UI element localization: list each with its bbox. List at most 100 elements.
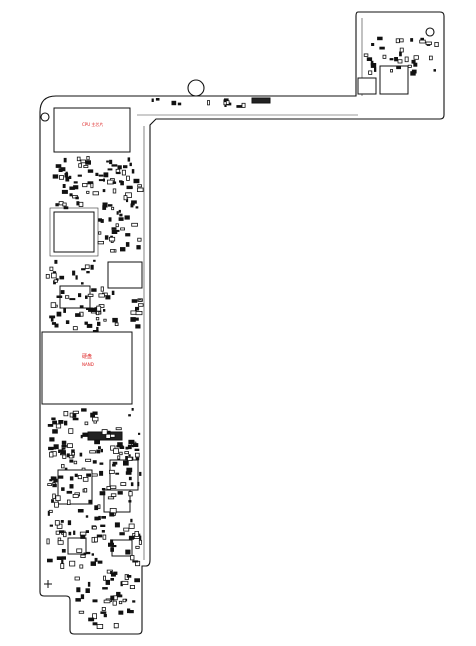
smd-component — [103, 309, 106, 312]
smd-component — [125, 192, 132, 199]
smd-component — [109, 236, 116, 242]
smd-component — [80, 159, 86, 164]
smd-component — [63, 157, 67, 163]
smd-component — [81, 268, 86, 271]
smd-component — [96, 624, 104, 630]
smd-component — [413, 55, 419, 60]
smd-component — [69, 193, 73, 197]
smd-component — [99, 491, 106, 496]
smd-component — [61, 549, 66, 553]
smd-component — [224, 98, 229, 103]
smd-component — [110, 547, 114, 552]
smd-component — [73, 185, 79, 190]
smd-component — [52, 429, 58, 434]
smd-component — [68, 454, 74, 459]
smd-component — [121, 445, 124, 449]
smd-component — [59, 275, 65, 280]
smd-component — [133, 178, 140, 184]
smd-component — [61, 463, 65, 469]
smd-component — [110, 539, 114, 544]
smd-component — [107, 179, 114, 185]
smd-component — [126, 575, 132, 578]
smd-component — [407, 64, 412, 68]
smd-component — [374, 67, 377, 72]
smd-component — [92, 191, 99, 196]
smd-component — [110, 445, 116, 451]
smd-component — [207, 100, 210, 106]
smd-component — [82, 432, 89, 437]
smd-component — [225, 100, 230, 105]
smd-component — [98, 515, 101, 521]
smd-component — [171, 100, 177, 106]
smd-component — [434, 42, 439, 48]
smd-component — [135, 457, 140, 461]
smd-component — [110, 571, 113, 575]
smd-component — [132, 560, 139, 563]
smd-component — [125, 446, 129, 450]
smd-component — [117, 442, 123, 446]
smd-component — [123, 195, 128, 201]
smd-component — [110, 248, 115, 253]
chip-nand — [41, 331, 133, 405]
smd-component — [85, 588, 90, 593]
smd-component — [106, 486, 111, 490]
board-inner-edge — [137, 18, 363, 560]
smd-component — [91, 307, 97, 312]
smd-component — [77, 475, 82, 480]
smd-component — [51, 272, 57, 279]
smd-component — [62, 454, 67, 459]
smd-component — [94, 516, 99, 521]
smd-component — [112, 600, 117, 606]
smd-component — [110, 578, 114, 581]
smd-component — [79, 531, 87, 536]
smd-component — [97, 560, 103, 564]
smd-component — [126, 175, 130, 181]
smd-component — [119, 180, 123, 183]
smd-component — [92, 613, 97, 620]
smd-component — [139, 471, 142, 476]
smd-component — [125, 233, 131, 237]
smd-component — [120, 482, 127, 487]
smd-component — [95, 172, 99, 176]
smd-component — [92, 416, 99, 422]
smd-component — [95, 317, 100, 321]
smd-component — [61, 440, 67, 445]
smd-component — [370, 60, 374, 66]
smd-component — [114, 522, 120, 528]
smd-component — [69, 459, 74, 463]
smd-component — [53, 279, 58, 283]
smd-component — [76, 548, 83, 553]
smd-component — [56, 556, 62, 560]
smd-component — [111, 545, 117, 548]
smd-component — [131, 222, 138, 227]
smd-component — [85, 458, 92, 462]
smd-component — [138, 539, 142, 545]
smd-component — [46, 538, 50, 545]
smd-component — [75, 196, 79, 200]
chip-nand-sub: NAND — [82, 362, 94, 367]
chip-nand-label: 硬盘 — [82, 353, 92, 360]
smd-component — [52, 493, 56, 499]
smd-component — [98, 293, 105, 298]
smd-component — [120, 247, 126, 252]
mounting-hole — [425, 27, 435, 37]
smd-component — [127, 157, 131, 162]
smd-component — [130, 518, 133, 523]
smd-component — [61, 445, 67, 448]
smd-component — [107, 168, 113, 171]
smd-component — [121, 580, 129, 585]
smd-component — [48, 509, 53, 513]
smd-component — [127, 608, 131, 614]
smd-component — [117, 594, 123, 598]
smd-component — [113, 623, 119, 629]
smd-component — [370, 63, 377, 68]
smd-component — [92, 411, 98, 415]
smd-component — [119, 532, 125, 536]
smd-component — [60, 290, 65, 294]
smd-component — [61, 487, 65, 491]
smd-component — [102, 205, 107, 210]
smd-component — [111, 230, 118, 234]
smd-component — [59, 530, 65, 534]
smd-component — [102, 202, 108, 208]
smd-component — [129, 585, 136, 589]
